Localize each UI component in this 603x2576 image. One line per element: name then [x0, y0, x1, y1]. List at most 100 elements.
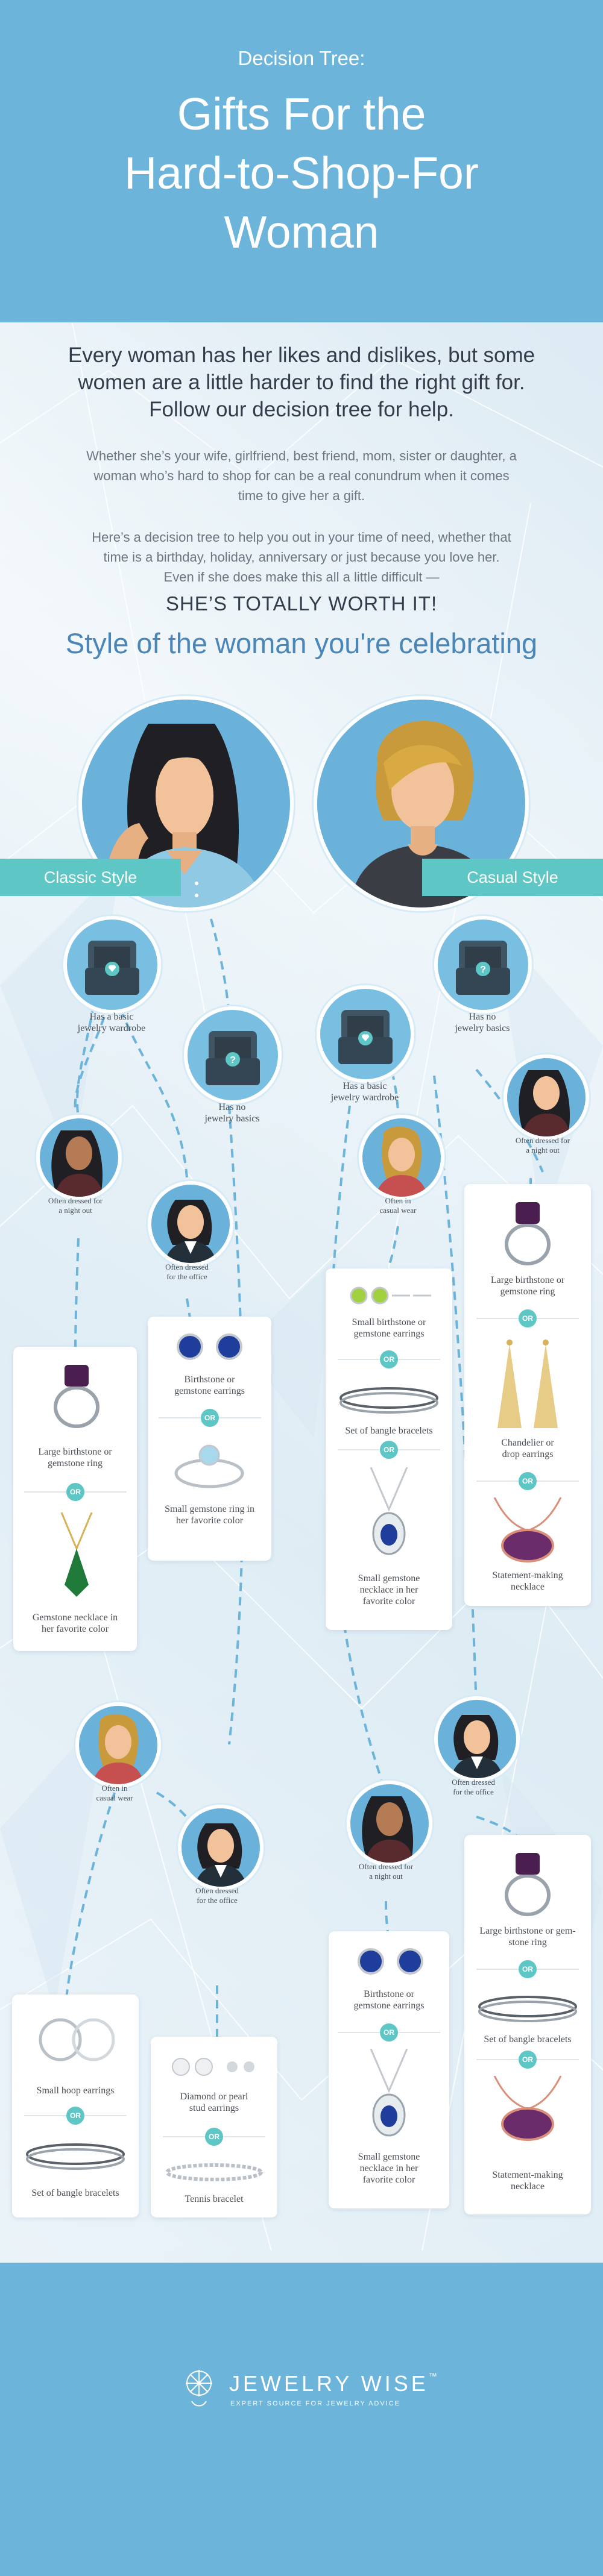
decision-tree-area: Every woman has her likes and dislikes, …	[0, 322, 603, 2263]
w2-label-1: Often dressed	[165, 1262, 209, 1271]
c7-item2-line1: Small gemstone	[358, 2152, 420, 2162]
casual-basic-label-2: jewelry wardrobe	[330, 1092, 399, 1103]
small-gemstone-earrings-icon	[350, 1286, 431, 1305]
or-badge: OR	[66, 2107, 84, 2125]
w3-label-1: Often in	[385, 1196, 411, 1205]
gemstone-necklace-icon	[60, 1512, 93, 1597]
or-badge: OR	[380, 2023, 398, 2042]
classic-nobasics-label-2: jewelry basics	[204, 1114, 260, 1124]
footer-brand: JEWELRY WISE	[229, 2371, 429, 2396]
bangle-bracelets-icon	[26, 2143, 125, 2170]
c2-item1-line1: Birthstone or	[184, 1374, 235, 1385]
c4-item1-line1: Large birthstone or	[490, 1275, 565, 1285]
office-woman-avatar	[148, 1181, 233, 1267]
heart-jewelry-box-icon	[317, 985, 414, 1083]
c4-item2-line1: Chandelier or	[501, 1438, 554, 1448]
or-badge: OR	[519, 1309, 537, 1327]
w8-label-1: Often dressed for	[358, 1862, 414, 1871]
casual-style-label: Casual Style	[422, 859, 603, 896]
c1-item2-line2: her favorite color	[41, 1624, 109, 1634]
c3-item1-line2: gemstone earrings	[353, 1329, 425, 1339]
header: Decision Tree: Gifts For the Hard-to-Sho…	[0, 0, 603, 322]
small-gemstone-necklace-icon	[370, 1467, 408, 1555]
worth-it-text: SHE’S TOTALLY WORTH IT!	[165, 592, 438, 615]
office-woman-avatar	[434, 1696, 520, 1782]
gift-card-5: Small hoop earrings OR Set of bangle bra…	[12, 1995, 139, 2217]
gift-card-4: Large birthstone or gemstone ring OR Cha…	[464, 1184, 591, 1606]
w6-label-2: for the office	[197, 1896, 238, 1905]
woman-casual-1: Often in casual wear	[359, 1115, 444, 1241]
question-jewelry-box-icon: ?	[434, 916, 532, 1014]
c4-item3-line1: Statement-making	[492, 1570, 563, 1581]
w2-label-2: for the office	[166, 1272, 207, 1281]
casual-woman-avatar	[75, 1702, 161, 1788]
header-title-line-2: Hard-to-Shop-For	[124, 148, 479, 198]
c1-item1-line1: Large birthstone or	[38, 1447, 112, 1457]
casual-nobasics-label-1: Has no	[469, 1012, 496, 1022]
c1-item2-line1: Gemstone necklace in	[32, 1612, 118, 1623]
small-gemstone-necklace-icon	[370, 2049, 408, 2137]
woman-office-1: Often dressed for the office	[148, 1181, 233, 1308]
large-gemstone-ring-icon	[505, 1853, 551, 1916]
c7-item1-line2: gemstone earrings	[353, 2001, 425, 2011]
c8-item2-line1: Set of bangle bracelets	[484, 2034, 572, 2045]
header-kicker: Decision Tree:	[238, 47, 365, 69]
w1-label-2: a night out	[58, 1206, 92, 1215]
c2-item1-line2: gemstone earrings	[174, 1386, 245, 1396]
night-out-woman-avatar	[504, 1055, 589, 1140]
tennis-bracelet-icon	[165, 2163, 263, 2181]
jewelry-wise-logo-icon	[186, 2370, 212, 2407]
intro-lead-line-1: Every woman has her likes and dislikes, …	[68, 343, 535, 367]
woman-casual-2: Often in casual wear	[75, 1702, 161, 1829]
svg-text:?: ?	[230, 1055, 236, 1065]
header-title-line-3: Woman	[224, 207, 379, 257]
large-gemstone-ring-icon	[54, 1365, 99, 1428]
c2-item2-line2: her favorite color	[175, 1515, 244, 1526]
casual-woman-avatar	[359, 1115, 444, 1200]
intro-lead-line-2: women are a little harder to find the ri…	[78, 371, 525, 394]
chandelier-earrings-icon	[497, 1340, 558, 1428]
w4-label-1: Often dressed for	[515, 1136, 570, 1145]
or-badge: OR	[205, 2128, 223, 2146]
c4-item2-line2: drop earrings	[502, 1449, 554, 1459]
c7-item2-line3: favorite color	[362, 2175, 415, 2185]
w5-label-1: Often in	[101, 1784, 128, 1793]
bangle-bracelets-icon	[339, 1387, 438, 1414]
gift-card-1: Large birthstone or gemstone ring OR Gem…	[13, 1347, 137, 1651]
woman-office-2: Often dressed for the office	[178, 1805, 264, 1931]
classic-nobasics-node: ? Has no jewelry basics	[181, 1006, 283, 1127]
intro-p2-line-2: time is a birthday, holiday, anniversary…	[103, 550, 500, 565]
c3-item3-line1: Small gemstone	[358, 1573, 420, 1584]
heart-jewelry-box-icon	[63, 916, 161, 1014]
w8-label-2: a night out	[369, 1872, 403, 1881]
c3-item3-line2: necklace in her	[359, 1585, 418, 1595]
c3-item2-line1: Set of bangle bracelets	[345, 1426, 433, 1436]
w4-label-2: a night out	[526, 1145, 560, 1155]
or-badge: OR	[201, 1409, 219, 1427]
w3-label-2: casual wear	[379, 1206, 417, 1215]
or-badge: OR	[519, 2051, 537, 2069]
gift-card-2: Birthstone or gemstone earrings OR Small…	[148, 1317, 271, 1561]
intro-p2-line-3: Even if she does make this all a little …	[163, 569, 440, 584]
w5-label-2: casual wear	[96, 1793, 133, 1802]
classic-basic-label-1: Has a basic	[89, 1012, 134, 1022]
c2-item2-line1: Small gemstone ring in	[165, 1504, 254, 1514]
footer-trademark: ™	[428, 2371, 437, 2381]
casual-basic-node: Has a basic jewelry wardrobe	[314, 985, 416, 1106]
c7-item2-line2: necklace in her	[359, 2163, 418, 2173]
c7-item1-line1: Birthstone or	[364, 1989, 414, 1999]
c6-item1-line2: stud earrings	[189, 2103, 239, 2113]
w1-label-1: Often dressed for	[48, 1196, 103, 1205]
or-badge: OR	[519, 1960, 537, 1978]
small-gemstone-ring-icon	[174, 1444, 244, 1488]
gift-card-8: Large birthstone or gem- stone ring OR S…	[464, 1835, 591, 2214]
c8-item1-line2: stone ring	[508, 1937, 547, 1948]
or-badge: OR	[380, 1350, 398, 1368]
intro-paragraph-2: Here’s a decision tree to help you out i…	[0, 527, 603, 587]
classic-style-label: Classic Style	[0, 859, 181, 896]
footer-tagline: EXPERT SOURCE FOR JEWELRY ADVICE	[230, 2400, 401, 2407]
or-badge: OR	[380, 1441, 398, 1459]
c1-item1-line2: gemstone ring	[47, 1458, 103, 1468]
c8-item3-line2: necklace	[511, 2181, 545, 2192]
footer: JEWELRY WISE™ EXPERT SOURCE FOR JEWELRY …	[0, 2263, 603, 2576]
